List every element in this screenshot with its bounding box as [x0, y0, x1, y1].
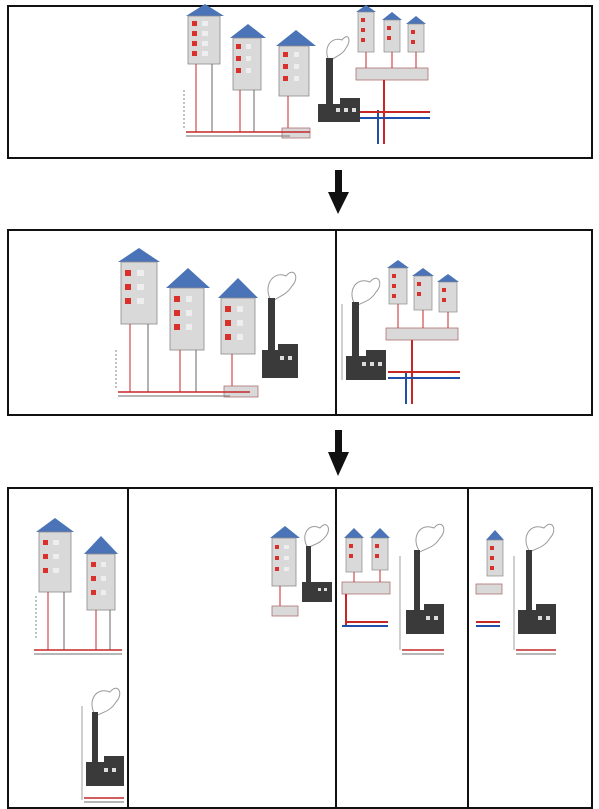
small-block	[475, 523, 556, 655]
district-block	[355, 5, 429, 81]
industrial-block	[341, 260, 460, 404]
mid-block	[341, 523, 445, 655]
arrow-down-icon	[328, 170, 349, 214]
tower-building	[186, 4, 224, 132]
tower-building	[276, 30, 316, 128]
stage-1-panel	[7, 4, 593, 159]
city-block	[115, 248, 298, 398]
cut-fragment	[270, 524, 332, 617]
substation	[281, 127, 311, 139]
arrow-down-icon	[328, 430, 349, 476]
stage-2-panel	[7, 229, 593, 416]
tower-building	[230, 24, 266, 132]
stage-3-panel	[7, 487, 593, 809]
residential-block	[34, 518, 124, 803]
factory-plant	[318, 36, 360, 122]
